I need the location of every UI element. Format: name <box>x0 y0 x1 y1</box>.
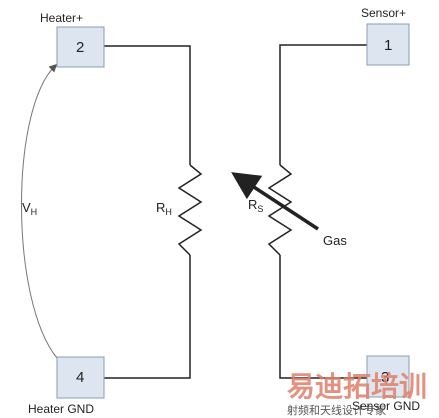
pin-4-number: 4 <box>76 369 84 386</box>
vh-voltage-arc <box>21 63 58 359</box>
heater-plus-label: Heater+ <box>40 11 83 25</box>
vh-symbol-sub: H <box>31 207 38 217</box>
pin-1-box: 1 <box>366 23 410 66</box>
sensor-top-wire <box>279 44 367 165</box>
sensor-bottom-wire <box>279 255 367 379</box>
heater-gnd-label: Heater GND <box>28 402 94 416</box>
rh-symbol-main: R <box>156 200 165 215</box>
pin-2-box: 2 <box>56 26 105 68</box>
heater-bottom-wire <box>104 255 191 379</box>
rh-symbol: RH <box>156 200 172 217</box>
pin-3-box: 3 <box>366 355 410 398</box>
gas-label: Gas <box>323 233 347 248</box>
rs-symbol-main: R <box>248 197 257 212</box>
sensor-plus-label: Sensor+ <box>361 6 406 20</box>
pin-1-number: 1 <box>384 37 392 54</box>
pin-2-number: 2 <box>76 39 84 56</box>
pin-3-number: 3 <box>381 369 389 386</box>
watermark-sub: 射频和天线设计专家 <box>287 403 386 417</box>
variable-arrow <box>231 172 319 231</box>
sensor-gnd-label: Sensor GND <box>352 399 420 413</box>
rh-symbol-sub: H <box>165 207 172 217</box>
heater-resistor <box>177 164 203 256</box>
watermark-main: 易迪拓培训 <box>287 370 427 403</box>
vh-symbol-main: V <box>22 200 31 215</box>
rs-symbol-sub: S <box>257 204 263 214</box>
heater-top-wire <box>104 45 191 165</box>
vh-symbol: VH <box>22 200 37 217</box>
pin-4-box: 4 <box>56 356 105 399</box>
rs-symbol: RS <box>248 197 263 214</box>
sensor-resistor <box>267 164 293 256</box>
